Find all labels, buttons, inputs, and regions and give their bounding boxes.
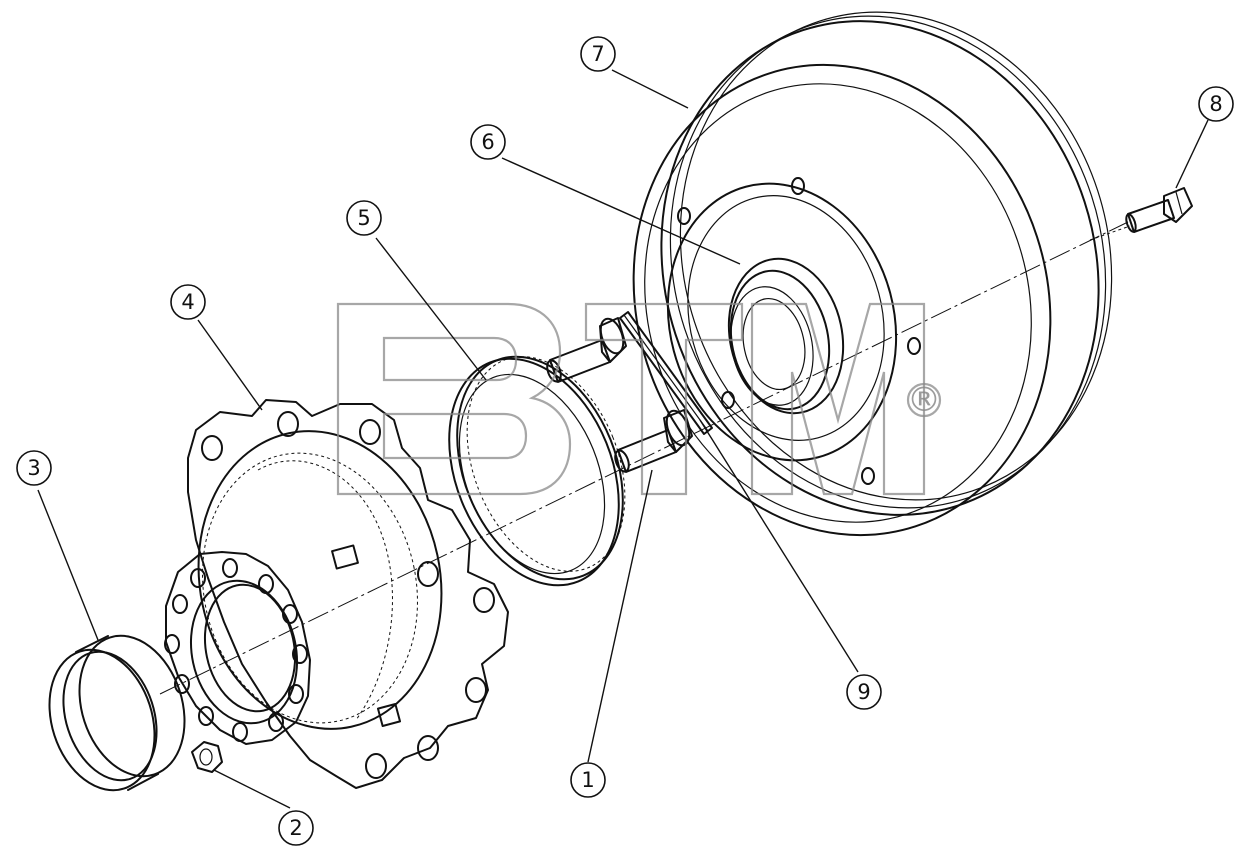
- callout-3-label: 3: [27, 456, 40, 480]
- callout-6-label: 6: [481, 130, 494, 154]
- watermark-btm: ®: [336, 302, 942, 496]
- callout-6: 6: [470, 124, 506, 160]
- callout-7: 7: [580, 36, 616, 72]
- callout-8-label: 8: [1209, 92, 1222, 116]
- callout-2: 2: [278, 810, 314, 846]
- part-8-bolt: [1125, 187, 1193, 233]
- callout-9: 9: [846, 674, 882, 710]
- callout-7-label: 7: [591, 42, 604, 66]
- center-axis: [159, 221, 1129, 695]
- part-3-bearing-ring: [48, 634, 186, 792]
- callout-5-label: 5: [357, 206, 370, 230]
- callout-5: 5: [346, 200, 382, 236]
- callout-9-label: 9: [857, 680, 870, 704]
- callout-8: 8: [1198, 86, 1234, 122]
- part-6-seal: [742, 297, 806, 391]
- callout-4: 4: [170, 284, 206, 320]
- callout-3: 3: [16, 450, 52, 486]
- part-5-abs-ring: [448, 355, 626, 587]
- leader-lines: [37, 69, 1209, 809]
- callout-1-label: 1: [581, 768, 594, 792]
- registered-mark: ®: [907, 380, 941, 420]
- callout-4-label: 4: [181, 290, 194, 314]
- part-4-wheel-hub: [164, 399, 509, 789]
- callout-2-label: 2: [289, 816, 302, 840]
- callout-1: 1: [570, 762, 606, 798]
- part-9-spacer-plate: [619, 311, 713, 435]
- part-2-nut: [191, 741, 223, 773]
- part-7-brake-drum: [632, 11, 1113, 537]
